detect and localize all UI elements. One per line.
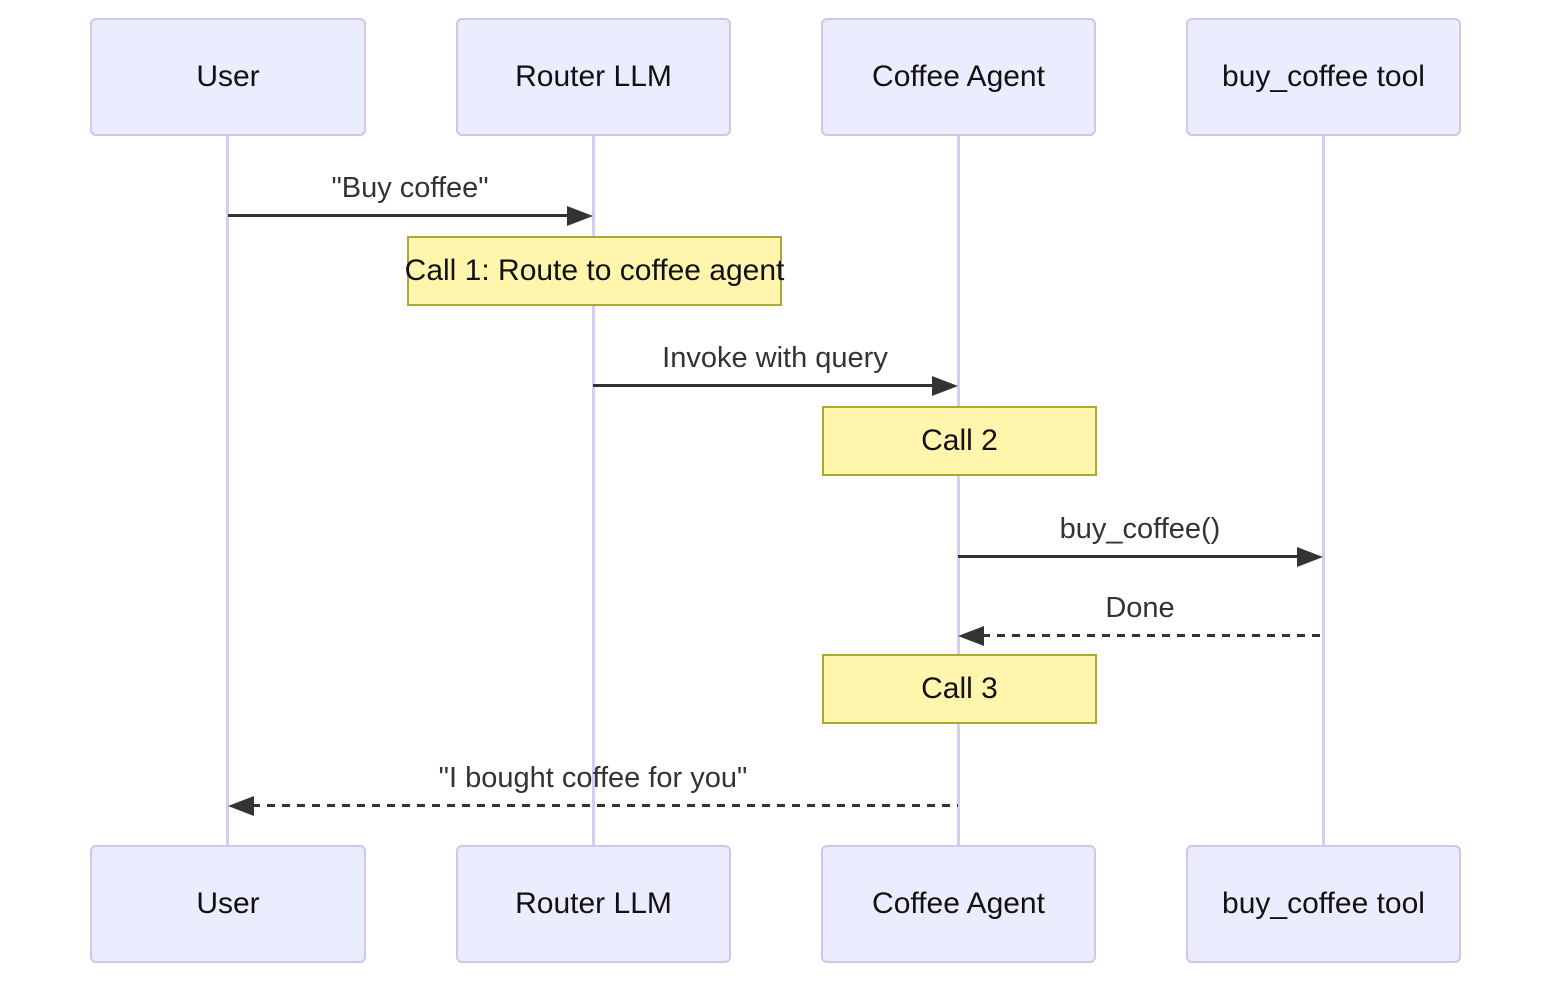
actor-box-coffee-agent-bottom: Coffee Agent — [821, 845, 1096, 963]
note-call-3: Call 3 — [822, 654, 1097, 724]
actor-box-user-bottom: User — [90, 845, 366, 963]
actor-box-router-llm-top: Router LLM — [456, 18, 731, 136]
arrowhead-icon — [1297, 547, 1323, 567]
message-line-bought-coffee — [252, 804, 958, 807]
arrowhead-icon — [958, 626, 984, 646]
message-line-buy-coffee-call — [958, 555, 1299, 558]
message-label-invoke-with-query: Invoke with query — [662, 342, 888, 374]
message-line-invoke-with-query — [593, 384, 934, 387]
lifeline-user — [226, 136, 229, 845]
arrowhead-icon — [228, 796, 254, 816]
actor-box-buy-coffee-tool-top: buy_coffee tool — [1186, 18, 1461, 136]
arrowhead-icon — [932, 376, 958, 396]
message-label-buy-coffee-call: buy_coffee() — [1059, 513, 1221, 545]
actor-box-buy-coffee-tool-bottom: buy_coffee tool — [1186, 845, 1461, 963]
actor-box-router-llm-bottom: Router LLM — [456, 845, 731, 963]
lifeline-buy-coffee-tool — [1322, 136, 1325, 845]
actor-box-coffee-agent-top: Coffee Agent — [821, 18, 1096, 136]
message-line-done — [982, 634, 1323, 637]
note-call-1: Call 1: Route to coffee agent — [405, 236, 784, 306]
arrowhead-icon — [567, 206, 593, 226]
message-label-bought-coffee: "I bought coffee for you" — [438, 762, 748, 794]
message-line-buy-coffee — [228, 214, 569, 217]
note-call-2: Call 2 — [822, 406, 1097, 476]
lifeline-coffee-agent — [957, 136, 960, 845]
lifeline-router-llm — [592, 136, 595, 845]
message-label-buy-coffee: "Buy coffee" — [331, 172, 489, 204]
message-label-done: Done — [1105, 592, 1175, 624]
actor-box-user-top: User — [90, 18, 366, 136]
